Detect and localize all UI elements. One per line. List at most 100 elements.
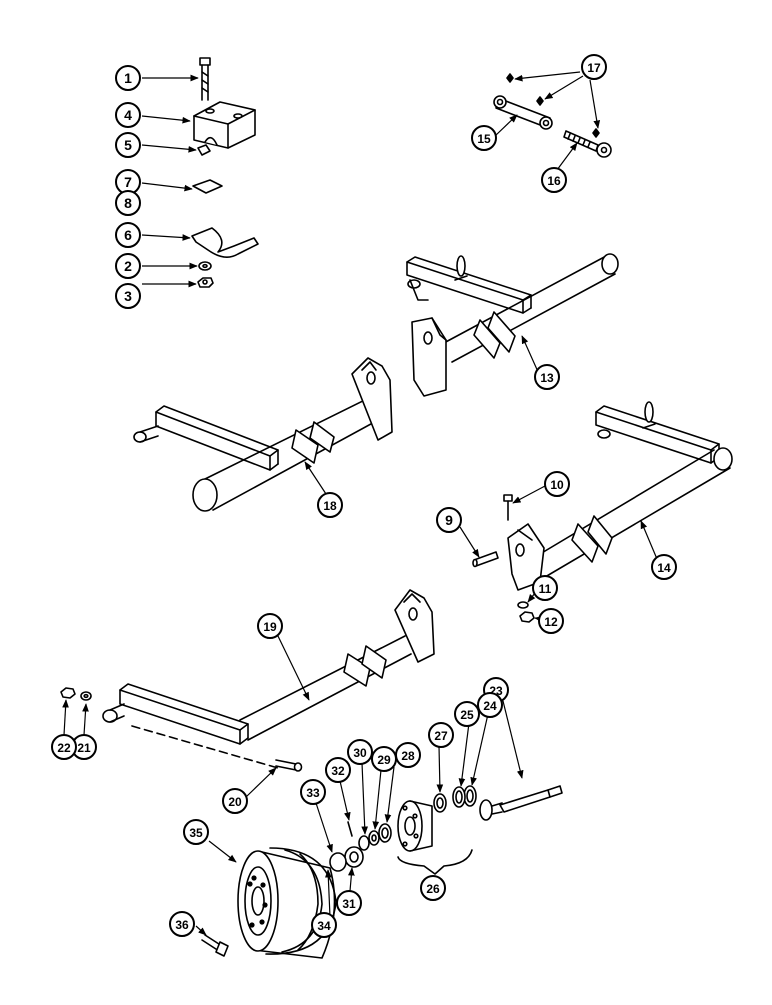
callout-18-circle bbox=[317, 492, 343, 518]
callout-18: 18 bbox=[317, 492, 343, 518]
callout-15: 15 bbox=[471, 125, 497, 151]
axle-assembly-part-14 bbox=[507, 401, 733, 591]
callout-14-circle bbox=[651, 554, 677, 580]
callout-11-circle bbox=[532, 575, 558, 601]
callout-9: 9 bbox=[436, 507, 462, 533]
washer-part-11 bbox=[517, 601, 529, 609]
callout-28-label: 28 bbox=[401, 749, 415, 763]
callout-26-circle bbox=[420, 875, 446, 901]
callout-27-circle bbox=[428, 722, 454, 748]
callout-5-label: 5 bbox=[124, 137, 132, 153]
callout-11: 11 bbox=[532, 575, 558, 601]
nut-part-22 bbox=[60, 687, 76, 699]
callout-6-circle bbox=[115, 222, 141, 248]
bearing-part-25 bbox=[452, 786, 466, 808]
shim-part-7-8 bbox=[192, 179, 223, 194]
spindle-part-23 bbox=[479, 785, 563, 821]
callout-28: 28 bbox=[395, 742, 421, 768]
bolt-part-20 bbox=[275, 759, 303, 772]
callout-22-circle bbox=[51, 734, 77, 760]
callout-3-circle bbox=[115, 283, 141, 309]
callout-31-label: 31 bbox=[342, 897, 356, 911]
callout-29-label: 29 bbox=[377, 753, 391, 767]
callout-24-circle bbox=[477, 692, 503, 718]
callout-27-label: 27 bbox=[434, 729, 448, 743]
callout-14: 14 bbox=[651, 554, 677, 580]
washer-part-29 bbox=[368, 830, 380, 846]
callout-36-circle bbox=[169, 911, 195, 937]
clamp-block-part-4 bbox=[193, 101, 256, 149]
callout-7-label: 7 bbox=[124, 174, 132, 190]
callout-10-circle bbox=[544, 471, 570, 497]
callout-29-circle bbox=[371, 746, 397, 772]
callout-2: 2 bbox=[115, 253, 141, 279]
callout-25-circle bbox=[454, 701, 480, 727]
callout-35-circle bbox=[183, 819, 209, 845]
callout-34-circle bbox=[311, 912, 337, 938]
callout-17-circle bbox=[581, 54, 607, 80]
washer-part-21 bbox=[80, 691, 92, 701]
callout-19: 19 bbox=[257, 613, 283, 639]
callout-30: 30 bbox=[347, 739, 373, 765]
callout-33-circle bbox=[300, 779, 326, 805]
callout-9-label: 9 bbox=[445, 512, 453, 528]
callout-15-label: 15 bbox=[477, 132, 491, 146]
callout-6: 6 bbox=[115, 222, 141, 248]
pin-part-9 bbox=[472, 551, 499, 568]
callout-5: 5 bbox=[115, 132, 141, 158]
callout-25: 25 bbox=[454, 701, 480, 727]
cotter-pin-part-32 bbox=[347, 821, 353, 837]
callout-4-circle bbox=[115, 102, 141, 128]
callout-20-label: 20 bbox=[228, 795, 242, 809]
nut-part-3 bbox=[197, 277, 214, 288]
callout-26: 26 bbox=[420, 875, 446, 901]
callout-16: 16 bbox=[541, 167, 567, 193]
callout-1-label: 1 bbox=[124, 70, 132, 86]
callout-30-circle bbox=[347, 739, 373, 765]
callout-36-label: 36 bbox=[175, 918, 189, 932]
callout-8-circle bbox=[115, 190, 141, 216]
callout-21-label: 21 bbox=[77, 741, 91, 755]
nut-part-12 bbox=[519, 611, 535, 623]
callout-19-circle bbox=[257, 613, 283, 639]
grease-fittings-part-17 bbox=[506, 73, 600, 138]
callout-4-label: 4 bbox=[124, 107, 132, 123]
callout-9-circle bbox=[436, 507, 462, 533]
callout-34-label: 34 bbox=[317, 919, 331, 933]
callout-18-label: 18 bbox=[323, 499, 337, 513]
callout-36: 36 bbox=[169, 911, 195, 937]
cap-part-31 bbox=[344, 846, 364, 868]
callout-32-circle bbox=[325, 757, 351, 783]
callout-3-label: 3 bbox=[124, 288, 132, 304]
wheel-rim-part-35 bbox=[237, 847, 337, 959]
callout-16-label: 16 bbox=[547, 174, 561, 188]
callout-15-circle bbox=[471, 125, 497, 151]
link-arm-part-15 bbox=[493, 95, 553, 130]
callout-34: 34 bbox=[311, 912, 337, 938]
callout-4: 4 bbox=[115, 102, 141, 128]
leader-lines bbox=[62, 71, 658, 936]
callout-6-label: 6 bbox=[124, 227, 132, 243]
callout-12-label: 12 bbox=[544, 615, 558, 629]
callouts: 1234567891011121314151617181920212223242… bbox=[51, 54, 677, 938]
axle-assembly-part-18 bbox=[133, 357, 393, 512]
bolt-part-10 bbox=[503, 494, 513, 521]
callout-13: 13 bbox=[534, 364, 560, 390]
callout-13-circle bbox=[534, 364, 560, 390]
callout-35: 35 bbox=[183, 819, 209, 845]
callout-3: 3 bbox=[115, 283, 141, 309]
callout-20: 20 bbox=[222, 788, 248, 814]
axle-assembly-part-13 bbox=[406, 253, 619, 397]
callout-14-label: 14 bbox=[657, 561, 671, 575]
callout-13-label: 13 bbox=[540, 371, 554, 385]
callout-33-label: 33 bbox=[306, 786, 320, 800]
dust-cap-part-33 bbox=[329, 852, 347, 872]
callout-26-label: 26 bbox=[426, 882, 440, 896]
callout-2-label: 2 bbox=[124, 258, 132, 274]
callout-30-label: 30 bbox=[353, 746, 367, 760]
bearing-cup-part-27 bbox=[433, 793, 447, 813]
callout-11-label: 11 bbox=[539, 582, 552, 596]
callout-1: 1 bbox=[115, 65, 141, 91]
